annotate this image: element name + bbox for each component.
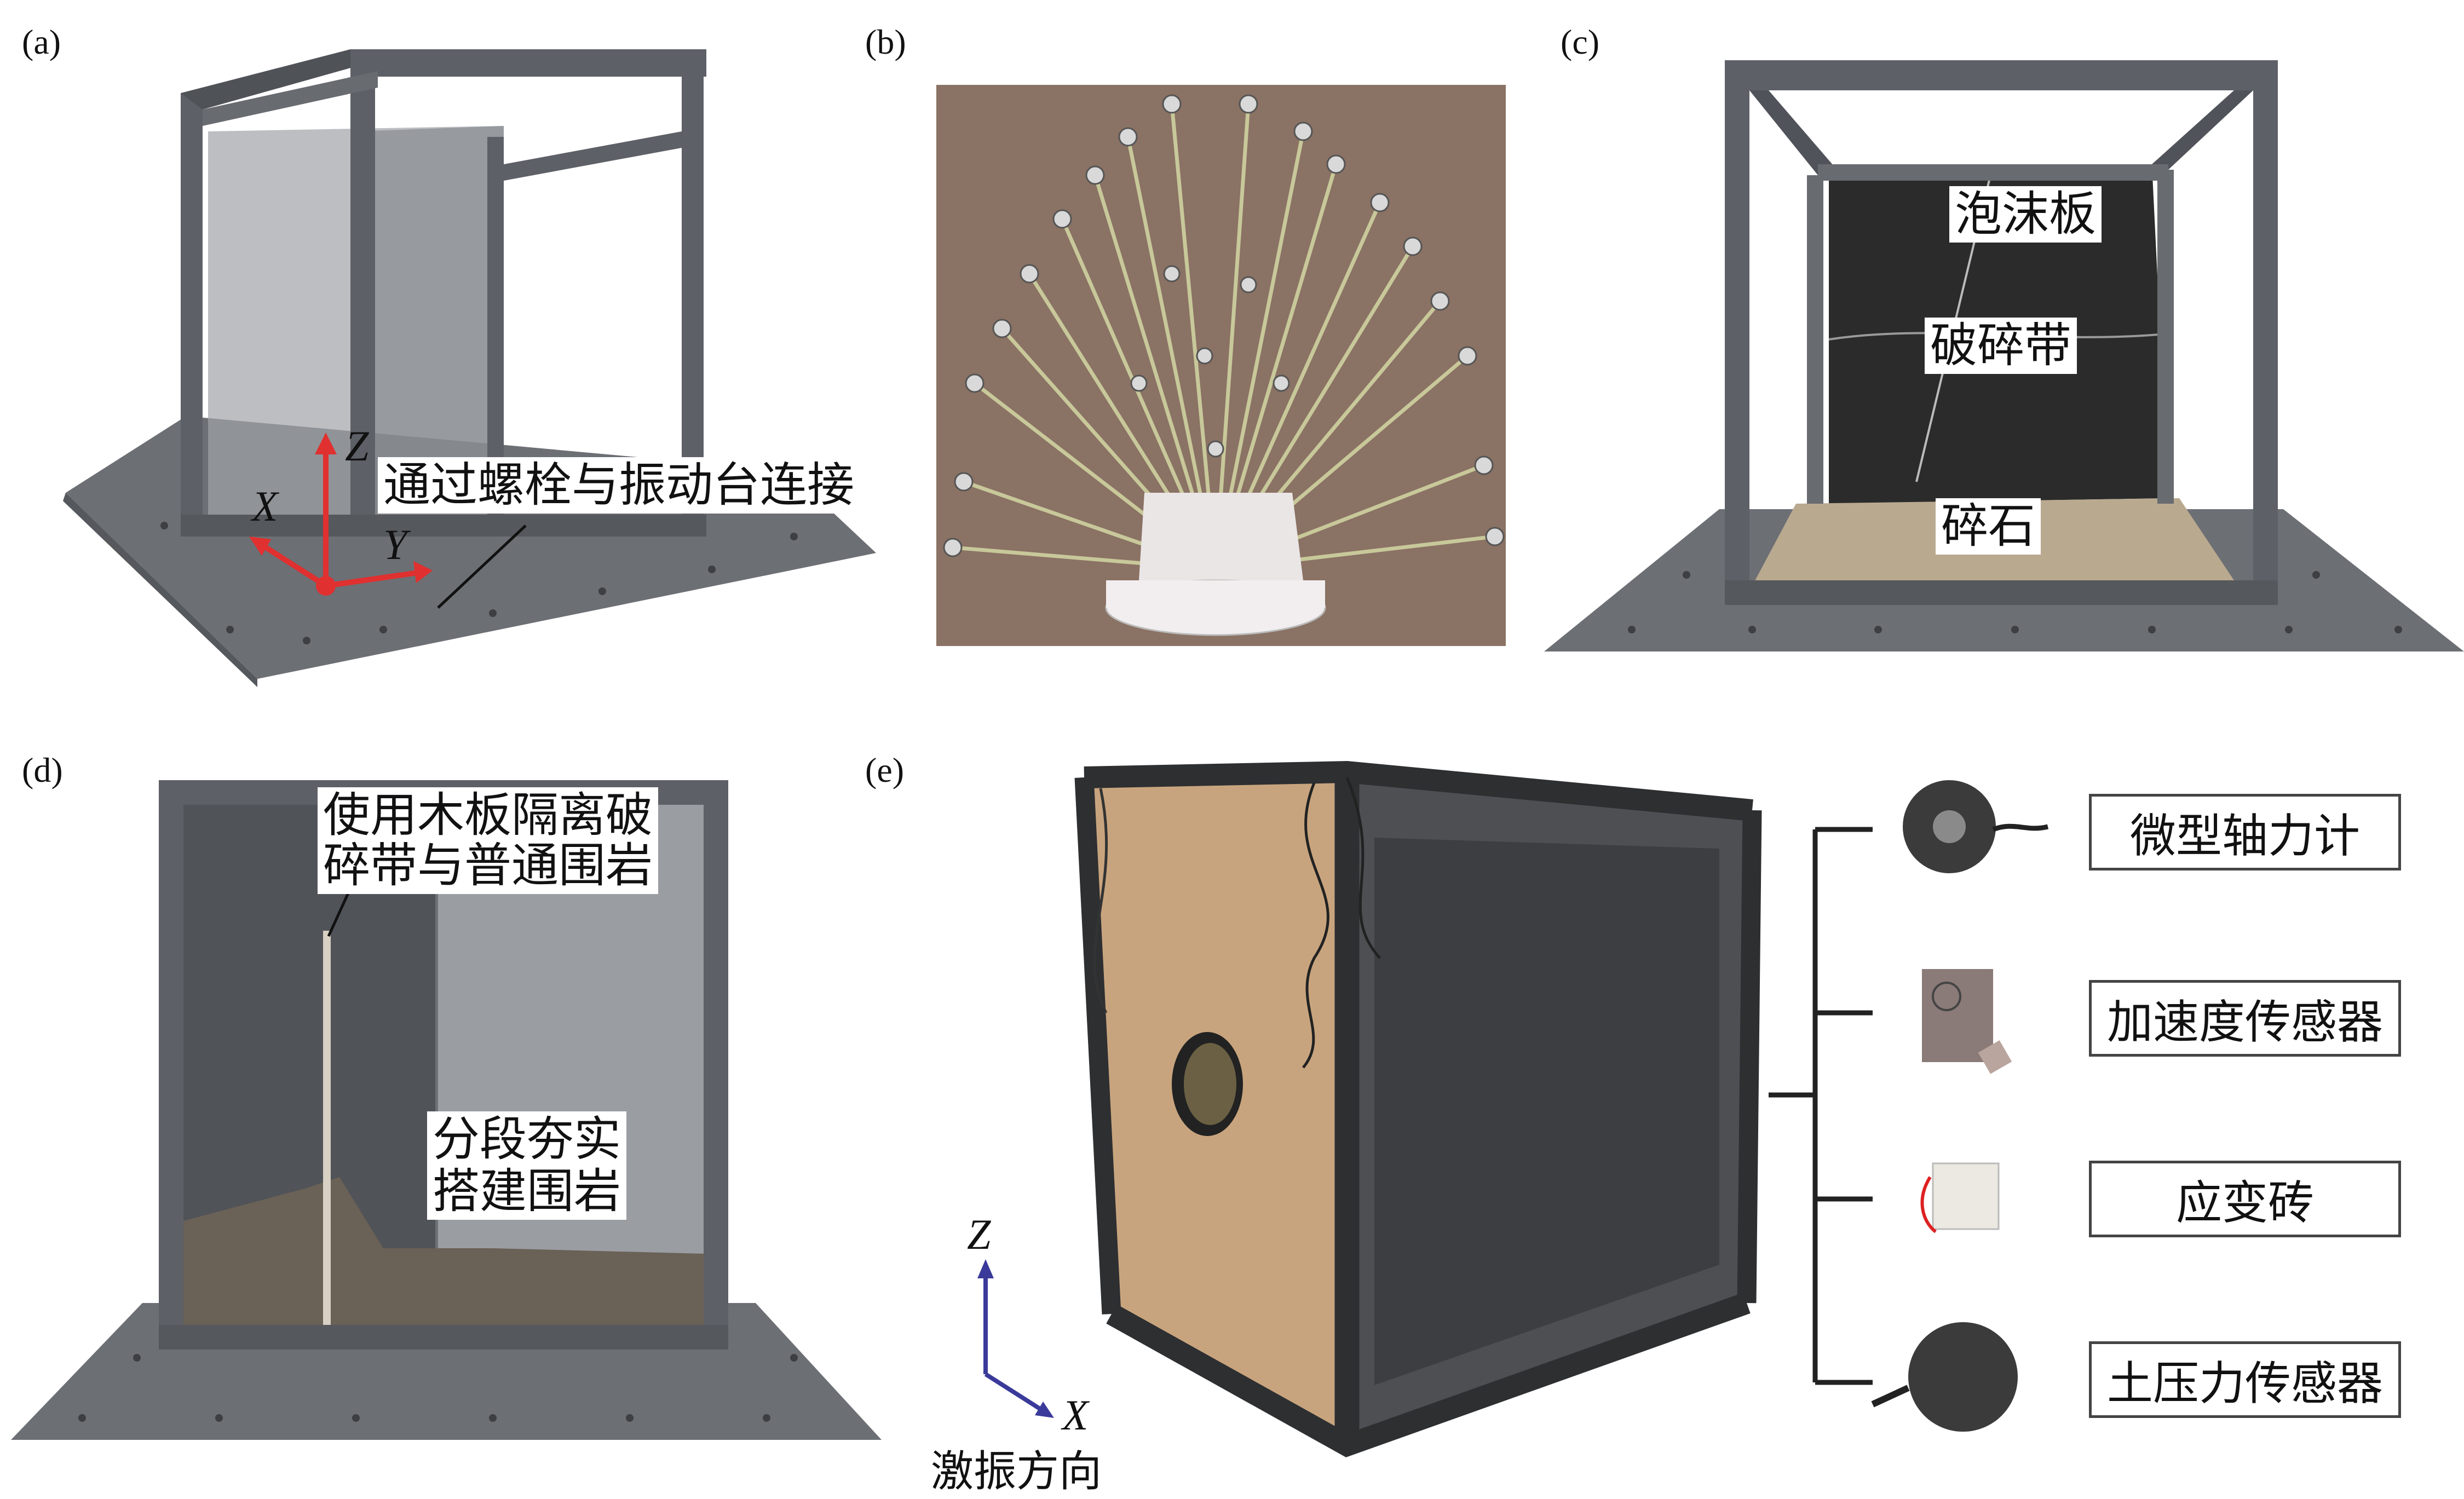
panel-a-photo: [63, 49, 876, 687]
bolt-connection-label: 通过螺栓与振动台连接: [378, 457, 860, 514]
panel-e-label: (e): [865, 751, 905, 789]
sensor-earth-pressure: 土压力传感器: [2089, 1341, 2401, 1418]
strain-brick-icon: [1920, 1162, 2000, 1233]
panel-b-photo: [936, 85, 1506, 646]
axis-x-label: X: [252, 482, 278, 530]
panel-a-label: (a): [22, 22, 61, 61]
earth-pressure-sensor-icon: [1871, 1322, 2018, 1432]
axis-y-label: Y: [383, 521, 407, 568]
panel-d: (d) 使用木板隔离破 碎带与普通围岩 分段夯实 搭建围岩: [0, 728, 909, 1499]
accelerometer-icon: [1922, 969, 2012, 1074]
panel-c-photo: [1544, 60, 2464, 652]
gravel-label: 碎石: [1936, 498, 2041, 555]
panel-e: (e): [865, 728, 2464, 1499]
sensor-axial-force-meter: 微型轴力计: [2089, 794, 2401, 870]
panel-c-label: (c): [1561, 22, 1600, 61]
sensor-accelerometer: 加速度传感器: [2089, 980, 2401, 1057]
wood-board-label-line1: 使用木板隔离破: [318, 787, 658, 844]
excitation-direction-label: 激振方向: [931, 1447, 1102, 1496]
axis-z-label-e: Z: [967, 1210, 991, 1258]
panel-b-label: (b): [865, 22, 906, 61]
foam-board-label: 泡沫板: [1949, 186, 2102, 243]
panel-a: (a) Z X Y: [0, 0, 909, 706]
sensor-strain-brick: 应变砖: [2089, 1161, 2401, 1237]
wood-board-label-line2: 碎带与普通围岩: [318, 838, 658, 894]
fracture-zone-label: 破碎带: [1925, 318, 2077, 374]
compaction-label-line1: 分段夯实: [427, 1111, 626, 1168]
panel-d-label: (d): [22, 751, 63, 789]
panel-b: (b): [865, 0, 1522, 706]
axis-x-label-e: X: [1062, 1391, 1089, 1439]
panel-e-photo: [977, 760, 2049, 1457]
panel-c: (c) 泡沫板 破碎带 碎石: [1522, 0, 2464, 706]
axis-z-label: Z: [345, 422, 369, 470]
axial-force-meter-icon: [1903, 780, 2049, 873]
compaction-label-line2: 搭建围岩: [427, 1163, 626, 1220]
